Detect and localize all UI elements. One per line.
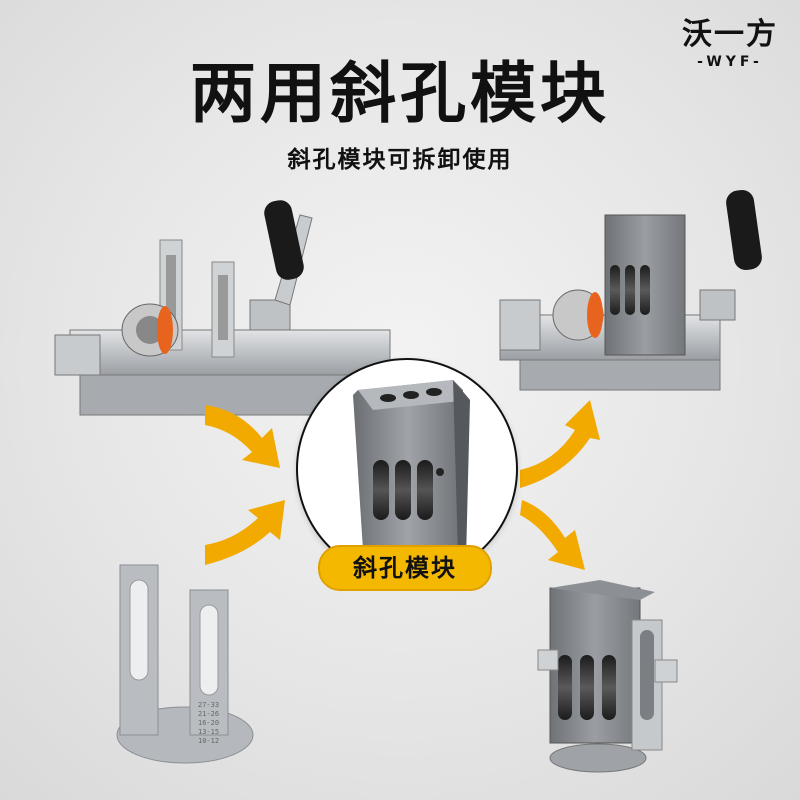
center-label-badge: 斜孔模块 [318,545,492,591]
brand-name: 沃一方 [682,17,778,52]
brand-sub: -WYF- [697,54,763,70]
brand-logo: 沃一方 -WYF- [682,17,778,71]
scale-label: 16-20 [198,719,219,727]
center-circle [296,358,518,580]
arrow-icon [520,400,600,488]
angle-block-image [353,380,470,560]
block-on-stand-image [537,580,678,773]
scale-label: 27-33 [198,701,219,709]
jig-with-block-image [499,189,762,391]
scale-label: 21-26 [198,710,219,718]
arrow-icons [205,400,600,570]
page-title: 两用斜孔模块 [190,55,610,132]
page-subtitle: 斜孔模块可拆卸使用 [287,147,513,173]
plate-bracket-image: 27-33 21-26 16-20 13-15 10-12 [116,564,254,764]
arrow-icon [205,405,280,468]
scale-label: 10-12 [198,737,219,745]
scale-label: 13-15 [198,728,219,736]
arrow-icon [205,500,285,565]
arrow-icon [520,500,585,570]
